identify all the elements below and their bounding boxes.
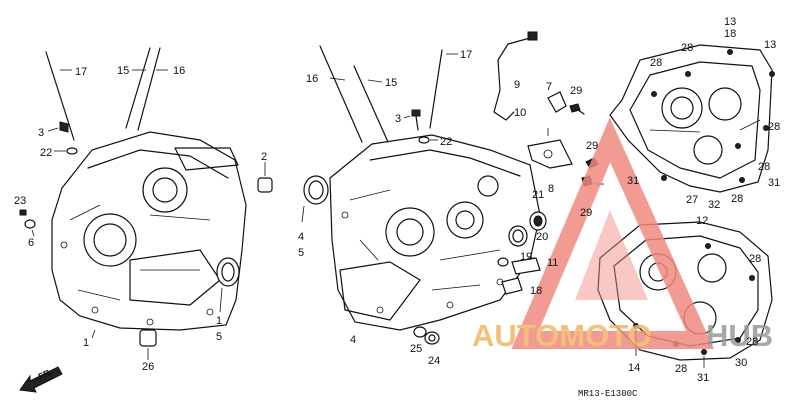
callout: 13 <box>724 16 736 28</box>
center-studs <box>319 45 458 144</box>
diagram-code: MR13-E1300C <box>578 389 638 399</box>
callout: 21 <box>532 189 544 201</box>
callout: 28 <box>749 253 761 265</box>
callout: 18 <box>724 28 736 40</box>
watermark-triangle <box>511 117 714 349</box>
callout: 2 <box>261 151 267 163</box>
callout: 26 <box>142 361 154 373</box>
callout: 12 <box>696 215 708 227</box>
callout: 29 <box>580 207 592 219</box>
callout: 8 <box>548 183 554 195</box>
callout: 23 <box>14 195 26 207</box>
watermark-text-automoto: AUTOMOTO <box>472 318 652 353</box>
callout: 28 <box>746 336 758 348</box>
callout: 6 <box>28 237 34 249</box>
callout: 3 <box>395 113 401 125</box>
callout: 4 <box>350 334 356 346</box>
callout: 25 <box>410 343 422 355</box>
callout: 15 <box>117 65 129 77</box>
callout: 18 <box>530 285 542 297</box>
callout: 22 <box>440 136 452 148</box>
callout: 10 <box>514 107 526 119</box>
callout: 5 <box>298 247 304 259</box>
callout: 28 <box>731 193 743 205</box>
callout: 28 <box>675 363 687 375</box>
callout: 22 <box>40 147 52 159</box>
callout: 20 <box>536 231 548 243</box>
callout: 17 <box>460 49 472 61</box>
callout: 30 <box>735 357 747 369</box>
callout: 14 <box>628 362 640 374</box>
callout: 27 <box>686 194 698 206</box>
callout: 24 <box>428 355 440 367</box>
callout: 15 <box>385 77 397 89</box>
front-direction-arrow <box>19 366 63 393</box>
callout: 5 <box>216 331 222 343</box>
callout: 11 <box>547 257 558 269</box>
center-small-parts <box>301 31 585 345</box>
callout: 28 <box>681 42 693 54</box>
callout: 16 <box>173 65 185 77</box>
callout: 28 <box>768 121 780 133</box>
upper-right-cover <box>581 44 775 193</box>
callout: 7 <box>546 81 552 93</box>
right-crankcase <box>329 134 541 331</box>
callout: 31 <box>627 175 639 187</box>
left-studs <box>45 47 168 155</box>
watermark: AUTOMOTO HUB <box>472 117 773 353</box>
callout: 28 <box>758 161 770 173</box>
callout: 4 <box>298 231 304 243</box>
callout: 16 <box>306 73 318 85</box>
callout: 3 <box>38 127 44 139</box>
callout: 1 <box>83 337 89 349</box>
watermark-text-hub: HUB <box>706 318 773 353</box>
callout: 13 <box>764 39 776 51</box>
callout: 9 <box>514 79 520 91</box>
callout: 32 <box>708 199 720 211</box>
callout: 29 <box>586 140 598 152</box>
callout: 29 <box>570 85 582 97</box>
left-crankcase <box>51 131 247 331</box>
callout: 31 <box>768 177 780 189</box>
callout: 1 <box>216 315 222 327</box>
callout: 31 <box>697 372 709 384</box>
callout: 17 <box>75 66 87 78</box>
callout-labels: 17 15 16 3 22 2 23 6 1 1 5 26 16 15 17 3… <box>14 16 780 399</box>
left-small-parts <box>19 162 273 393</box>
callout: 19 <box>520 251 532 263</box>
callout: 28 <box>650 57 662 69</box>
